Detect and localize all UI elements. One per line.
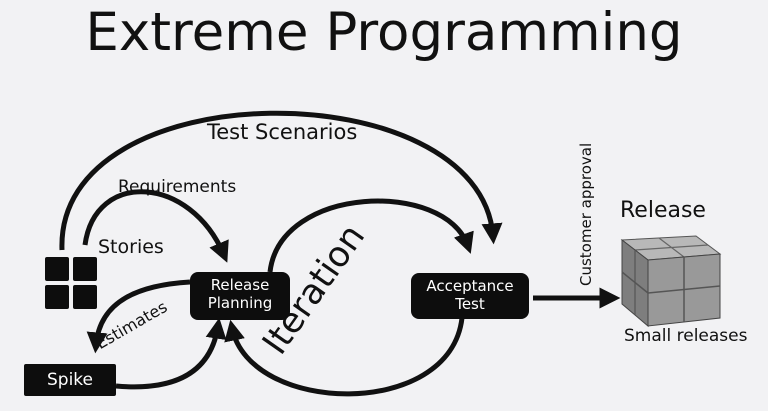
release-planning-line1: Release: [210, 276, 270, 294]
release-planning-node: Release Planning: [190, 272, 290, 320]
acceptance-test-line2: Test: [455, 295, 485, 313]
requirements-label: Requirements: [118, 177, 237, 197]
test-scenarios-label: Test Scenarios: [207, 120, 358, 144]
test-scenarios-arrow: [59, 110, 503, 251]
small-releases-label: Small releases: [624, 326, 748, 346]
release-label: Release: [620, 198, 706, 223]
spike-node: Spike: [24, 364, 116, 396]
release-cube-icon: [620, 235, 722, 328]
customer-approval-label: Customer approval: [577, 142, 595, 286]
iteration-bottom-arrow: [224, 317, 465, 397]
release-planning-line2: Planning: [207, 294, 273, 312]
acceptance-test-line1: Acceptance: [426, 277, 514, 295]
spike-to-planning-arrow: [115, 317, 227, 390]
iteration-top-arrow: [267, 198, 474, 273]
stories-grid-icon: [45, 257, 97, 309]
page-title: Extreme Programming: [85, 2, 683, 63]
acceptance-test-node: Acceptance Test: [411, 273, 529, 319]
estimates-arrow: [86, 279, 191, 354]
requirements-arrow: [82, 189, 229, 263]
stories-label: Stories: [98, 236, 164, 258]
